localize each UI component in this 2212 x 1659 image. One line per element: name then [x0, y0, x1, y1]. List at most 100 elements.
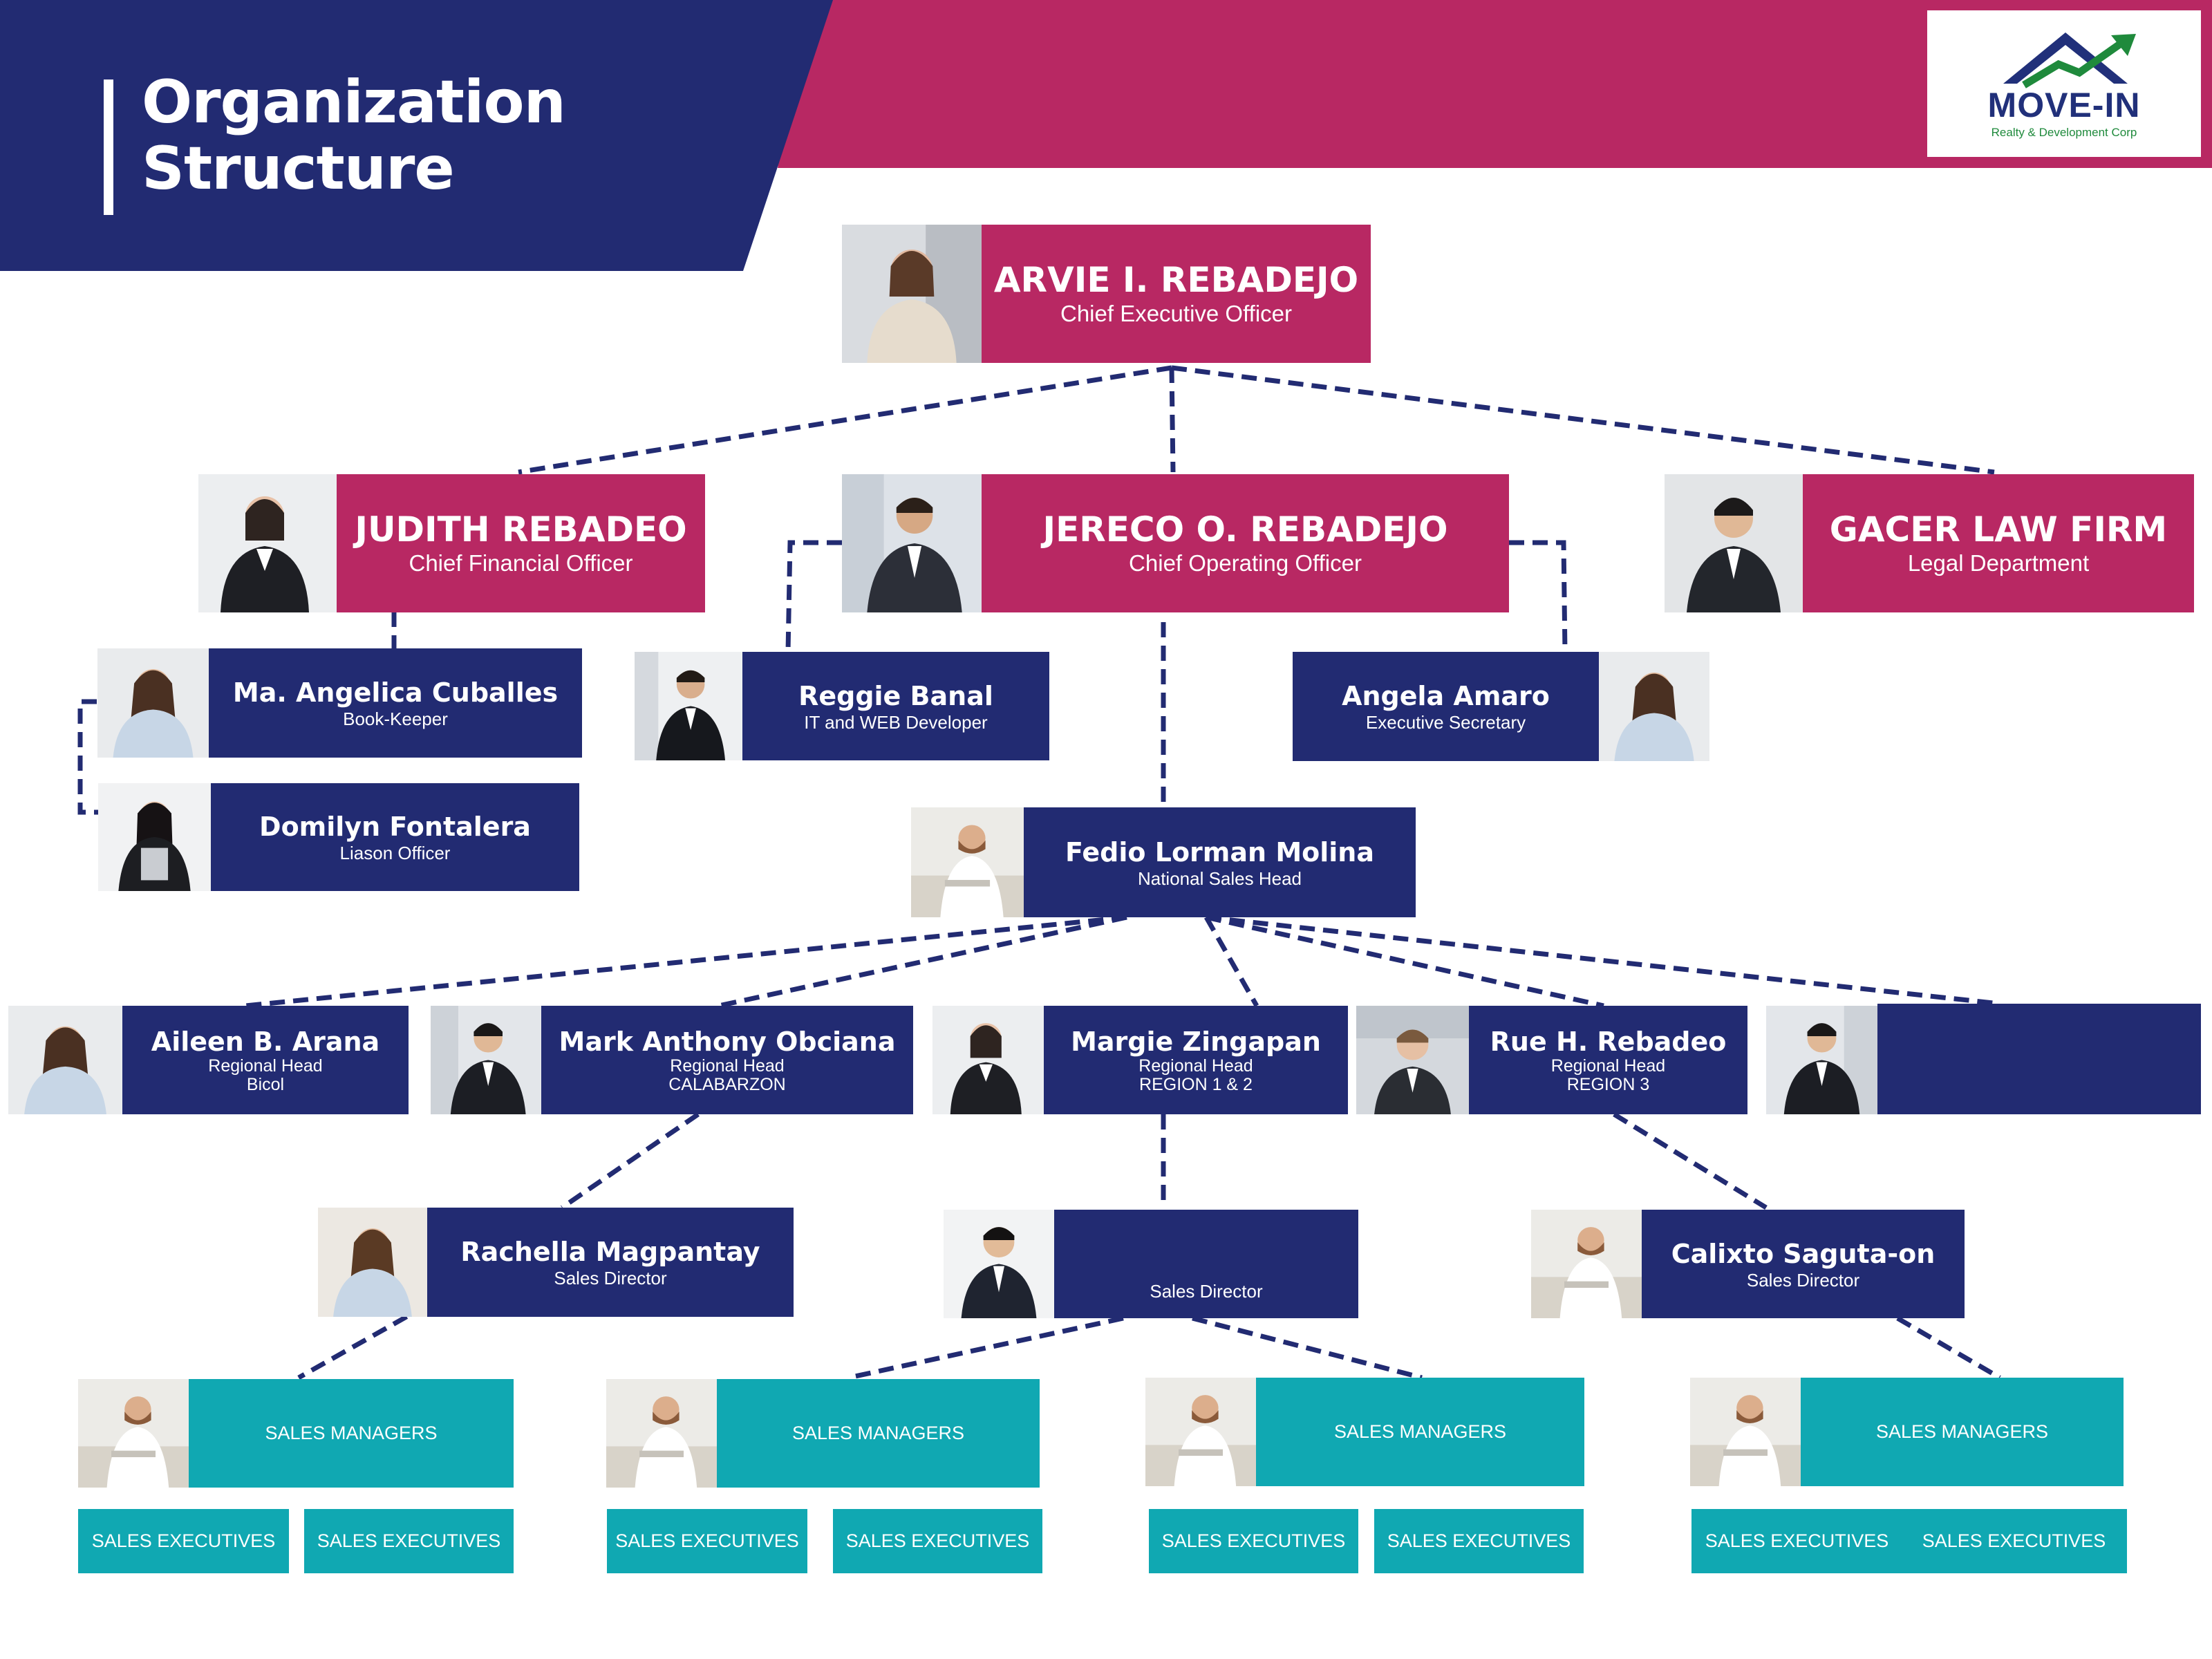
- connector-nsh-regional-4: [1206, 915, 1604, 1009]
- connector-nsh-regional-1: [245, 915, 1127, 1009]
- sales-executives-box: SALES EXECUTIVES: [1149, 1509, 1358, 1573]
- connector-director3-managers4: [1896, 1315, 2001, 1380]
- regional-head-card: Rue H. Rebadeo Regional Head REGION 3: [1469, 1006, 1747, 1114]
- liaison-name: Domilyn Fontalera: [259, 812, 531, 842]
- secretary-role: Executive Secretary: [1365, 712, 1526, 733]
- regional-head-card: Margie Zingapan Regional Head REGION 1 &…: [1044, 1006, 1348, 1114]
- ceo-photo: [842, 225, 982, 363]
- secretary-name: Angela Amaro: [1342, 681, 1550, 711]
- header-banner: [0, 0, 2212, 271]
- logo-tagline: Realty & Development Corp: [1991, 126, 2137, 139]
- connector-regional2-director1: [561, 1112, 700, 1210]
- connector-director1-managers: [297, 1302, 429, 1380]
- sales-managers-box: SALES MANAGERS: [1256, 1378, 1584, 1486]
- legal-card: GACER LAW FIRM Legal Department: [1803, 474, 2194, 612]
- connector-bookkeeper-liaison: [77, 699, 98, 815]
- regional-head-name: Aileen B. Arana: [151, 1026, 380, 1057]
- sales-executives-box: SALES EXECUTIVES: [833, 1509, 1042, 1573]
- director-card: Rachella Magpantay Sales Director: [427, 1208, 794, 1317]
- director-role: Sales Director: [1150, 1281, 1263, 1302]
- connector-regional4-director3: [1613, 1112, 1768, 1210]
- regional-head-region: REGION 1 & 2: [1139, 1074, 1253, 1094]
- liaison-card: Domilyn Fontalera Liason Officer: [211, 783, 579, 891]
- connector-nsh-regional-2: [718, 915, 1127, 1009]
- coo-name: JERECO O. REBADEJO: [1042, 509, 1448, 550]
- regional-head-region: CALABARZON: [668, 1074, 786, 1094]
- director-photo: [944, 1210, 1054, 1318]
- coo-card: JERECO O. REBADEJO Chief Operating Offic…: [982, 474, 1509, 612]
- connector-ceo-coo: [1169, 367, 1176, 473]
- bookkeeper-name: Ma. Angelica Cuballes: [232, 677, 559, 708]
- coo-photo: [842, 474, 982, 612]
- secretary-photo: [1599, 652, 1709, 761]
- title-accent-bar: [104, 79, 113, 215]
- bookkeeper-role: Book-Keeper: [343, 709, 448, 729]
- connector-coo-secretary: [1509, 540, 1568, 653]
- legal-role: Legal Department: [1907, 550, 2090, 576]
- sales-managers-box: SALES MANAGERS: [1801, 1378, 2124, 1486]
- title-line-2: Structure: [142, 134, 455, 203]
- sales-executives-box: SALES EXECUTIVES: [1691, 1509, 1902, 1573]
- page-title: Organization Structure: [142, 68, 566, 203]
- legal-name: GACER LAW FIRM: [1829, 509, 2168, 550]
- regional-head-region: Bicol: [246, 1074, 285, 1094]
- regional-head-card: Mark Anthony Obciana Regional Head CALAB…: [541, 1006, 913, 1114]
- sales-executives-box: SALES EXECUTIVES: [1901, 1509, 2127, 1573]
- connector-director2-managers2: [848, 1315, 1124, 1380]
- title-line-1: Organization: [142, 68, 566, 137]
- it-dev-role: IT and WEB Developer: [804, 711, 988, 733]
- sales-executives-box: SALES EXECUTIVES: [78, 1509, 289, 1573]
- legal-photo: [1665, 474, 1803, 612]
- director-name: Calixto Saguta-on: [1671, 1238, 1936, 1269]
- nsh-name: Fedio Lorman Molina: [1065, 836, 1374, 868]
- regional-head-name: Margie Zingapan: [1071, 1026, 1321, 1057]
- it-dev-photo: [635, 652, 742, 760]
- regional-head-role: Regional Head: [1550, 1056, 1666, 1076]
- coo-role: Chief Operating Officer: [1129, 550, 1362, 576]
- sales-managers-box: SALES MANAGERS: [717, 1379, 1040, 1488]
- director-card: Sales Director: [1054, 1210, 1358, 1318]
- connector-coo-it: [785, 540, 842, 653]
- regional-head-photo: [1766, 1006, 1877, 1114]
- connector-ceo-cfo: [518, 365, 1172, 475]
- ceo-card: ARVIE I. REBADEJO Chief Executive Office…: [982, 225, 1371, 363]
- it-dev-name: Reggie Banal: [798, 680, 993, 711]
- cfo-name: JUDITH REBADEO: [355, 509, 687, 550]
- sales-executives-box: SALES EXECUTIVES: [1374, 1509, 1584, 1573]
- bookkeeper-card: Ma. Angelica Cuballes Book-Keeper: [209, 648, 582, 758]
- regional-head-photo: [932, 1006, 1044, 1114]
- regional-head-card: Aileen B. Arana Regional Head Bicol: [122, 1006, 409, 1114]
- house-arrow-icon: [2003, 32, 2136, 88]
- bookkeeper-photo: [97, 648, 209, 758]
- ceo-name: ARVIE I. REBADEJO: [993, 260, 1359, 300]
- regional-head-region: REGION 3: [1566, 1074, 1650, 1094]
- cfo-card: JUDITH REBADEO Chief Financial Officer: [337, 474, 705, 612]
- regional-head-role: Regional Head: [208, 1056, 323, 1076]
- regional-head-photo: [431, 1006, 541, 1114]
- manager-photo: [606, 1379, 717, 1488]
- company-logo: MOVE-IN Realty & Development Corp: [1927, 10, 2201, 157]
- connector-nsh-regional-3: [1203, 916, 1259, 1007]
- nsh-card: Fedio Lorman Molina National Sales Head: [1024, 807, 1416, 917]
- sales-managers-box: SALES MANAGERS: [189, 1379, 514, 1488]
- connector-nsh-regional-5: [1206, 915, 2000, 1006]
- sales-executives-box: SALES EXECUTIVES: [304, 1509, 514, 1573]
- nsh-role: National Sales Head: [1137, 868, 1302, 889]
- director-card: Calixto Saguta-on Sales Director: [1642, 1210, 1965, 1318]
- connector-director2-managers3: [1192, 1315, 1423, 1380]
- director-name: Rachella Magpantay: [460, 1237, 760, 1267]
- regional-head-photo: [8, 1006, 122, 1114]
- manager-photo: [1690, 1378, 1801, 1486]
- manager-photo: [1145, 1378, 1256, 1486]
- manager-photo: [78, 1379, 189, 1488]
- director-photo: [1531, 1210, 1642, 1318]
- regional-head-name: Mark Anthony Obciana: [559, 1026, 896, 1057]
- cfo-photo: [198, 474, 337, 612]
- liaison-photo: [98, 783, 211, 891]
- regional-head-role: Regional Head: [670, 1056, 785, 1076]
- logo-name: MOVE-IN: [1987, 86, 2141, 124]
- liaison-role: Liason Officer: [339, 843, 451, 863]
- regional-head-photo: [1356, 1006, 1469, 1114]
- regional-head-name: Rue H. Rebadeo: [1490, 1026, 1727, 1057]
